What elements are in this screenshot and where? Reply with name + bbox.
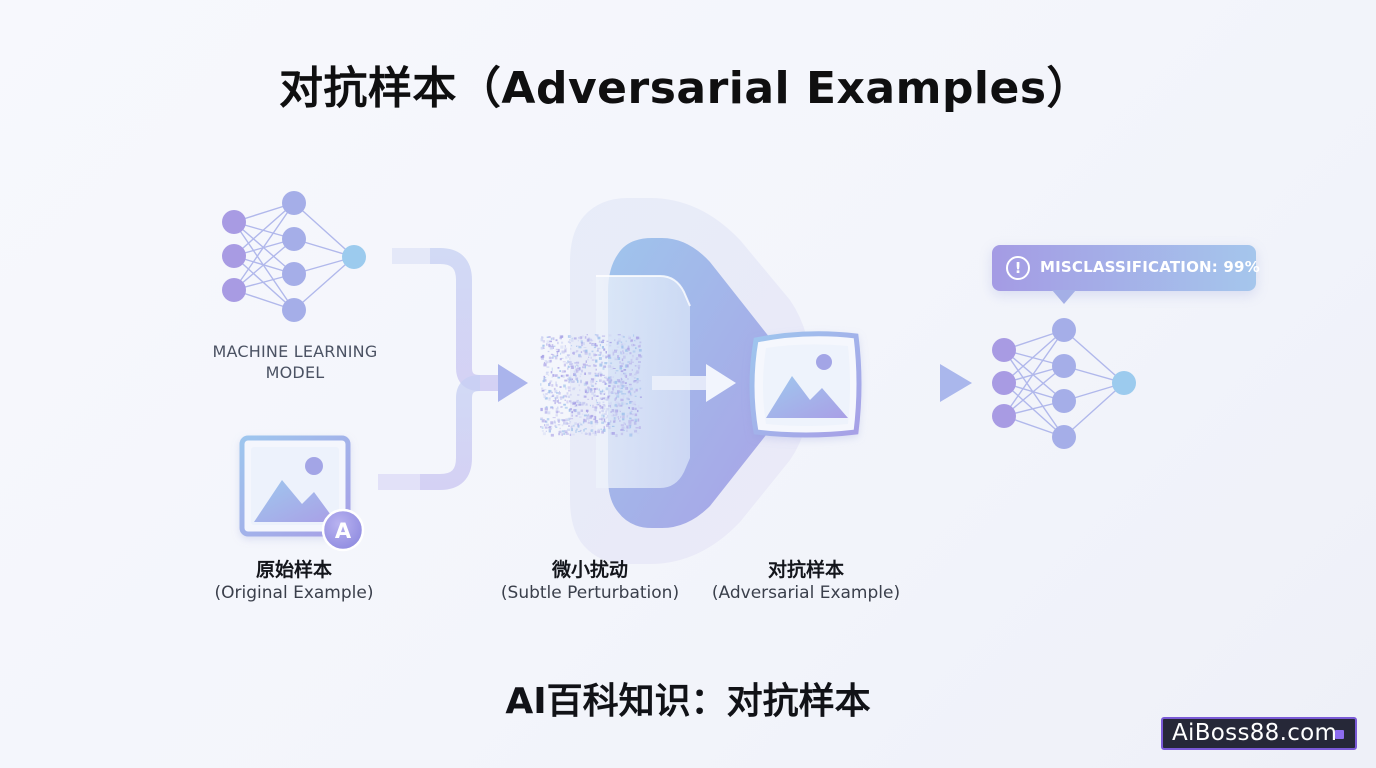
target-model-neural-network-icon bbox=[992, 318, 1136, 449]
alert-icon: ! bbox=[1006, 256, 1030, 280]
perturbation-noise-pattern bbox=[540, 334, 643, 438]
watermark-dot-icon bbox=[1335, 730, 1344, 739]
badge-letter: A bbox=[335, 519, 352, 543]
adversarial-example-label-zh: 对抗样本 bbox=[767, 559, 844, 581]
arrow-icon bbox=[498, 364, 528, 402]
ml-model-neural-network-icon bbox=[222, 191, 366, 322]
page-title-text: 对抗样本（Adversarial Examples） bbox=[278, 63, 1092, 114]
ml-model-label: MACHINE LEARNING MODEL bbox=[180, 341, 410, 383]
adversarial-image-icon bbox=[749, 331, 862, 438]
watermark-logo: AiBoss88.com bbox=[1161, 717, 1357, 750]
alert-pointer bbox=[1052, 290, 1076, 304]
adversarial-example-label-en: (Adversarial Example) bbox=[711, 583, 901, 603]
watermark-text: AiBoss88.com bbox=[1172, 720, 1338, 746]
ml-model-label-line2: MODEL bbox=[265, 363, 325, 382]
misclassification-alert: ! MISCLASSIFICATION: 99% bbox=[992, 245, 1260, 291]
label-badge-icon: A bbox=[321, 508, 365, 552]
original-example-label-zh: 原始样本 bbox=[255, 559, 332, 581]
original-image-icon bbox=[239, 435, 351, 537]
flow-connector-left bbox=[378, 248, 528, 490]
perturbation-caption: 微小扰动 (Subtle Perturbation) bbox=[470, 558, 710, 604]
misclassification-text: MISCLASSIFICATION: 99% bbox=[1040, 258, 1260, 276]
arrow-icon bbox=[706, 364, 736, 402]
perturbation-label-zh: 微小扰动 bbox=[551, 559, 628, 581]
footer-title: AI百科知识：对抗样本 bbox=[505, 681, 871, 722]
original-example-label-en: (Original Example) bbox=[214, 583, 374, 603]
adversarial-example-caption: 对抗样本 (Adversarial Example) bbox=[686, 558, 926, 604]
flow-connector-middle bbox=[652, 364, 736, 402]
page-title: 对抗样本（Adversarial Examples） bbox=[0, 52, 1376, 116]
arrow-icon bbox=[940, 364, 972, 402]
ml-model-label-line1: MACHINE LEARNING bbox=[212, 342, 378, 361]
flow-connector-right bbox=[880, 364, 972, 402]
original-example-caption: 原始样本 (Original Example) bbox=[174, 558, 414, 604]
perturbation-label-en: (Subtle Perturbation) bbox=[500, 583, 680, 603]
